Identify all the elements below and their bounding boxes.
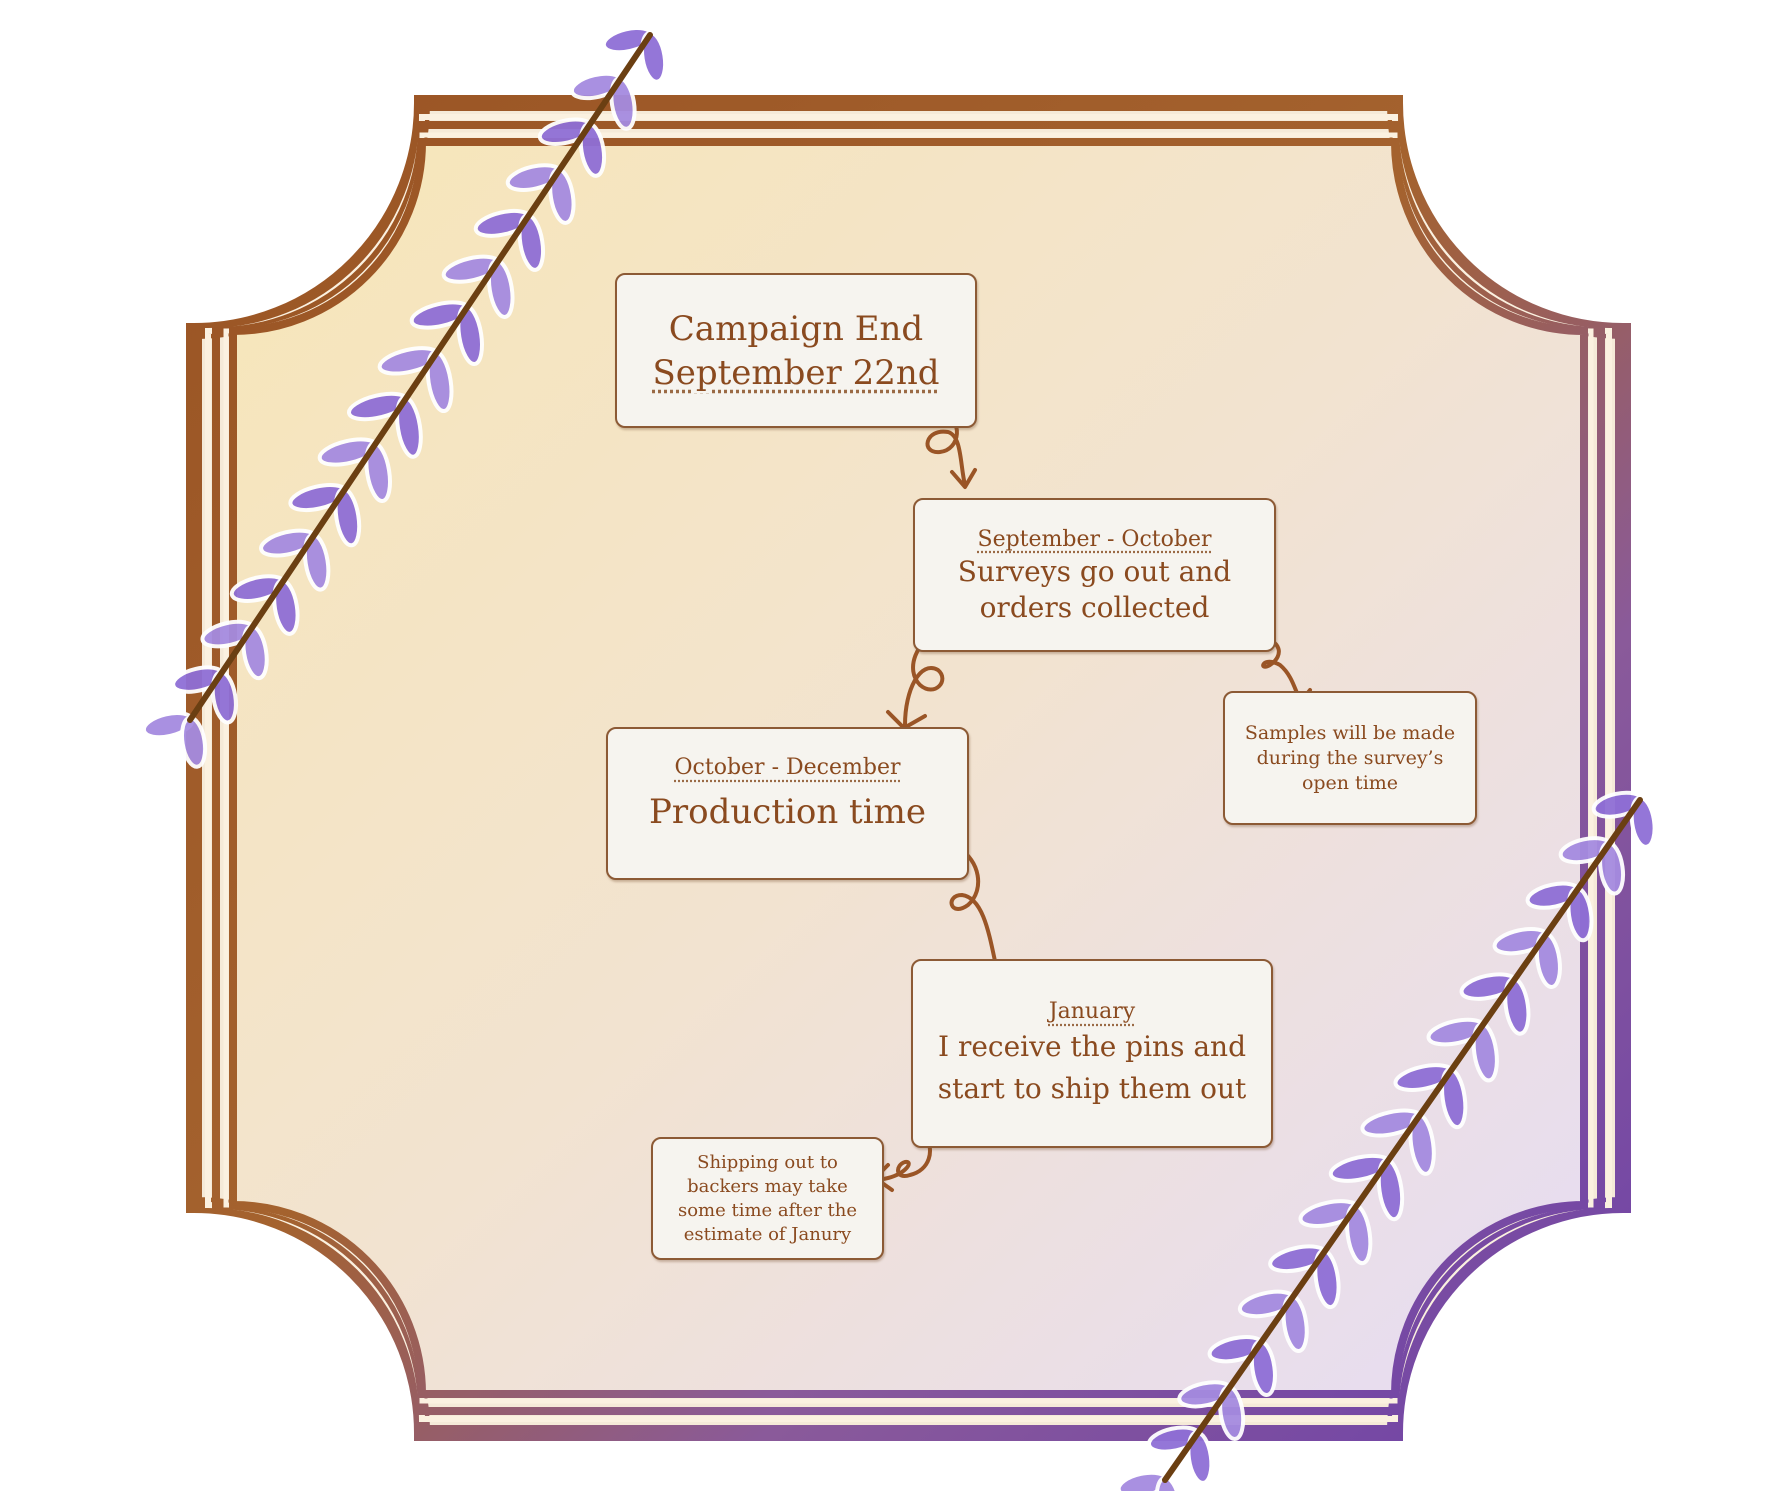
- note-text: Samples will be made during the survey’s…: [1244, 721, 1456, 794]
- lavender-petal: [640, 30, 668, 84]
- lavender-petal: [1629, 795, 1657, 849]
- step-text: I receive the pins and start to ship the…: [937, 1030, 1247, 1105]
- step-date: September 22nd: [652, 352, 940, 393]
- step-title: Campaign End: [668, 308, 924, 349]
- step-period: September - October: [977, 526, 1212, 552]
- lavender-stem: [1162, 797, 1643, 1483]
- step-text: Production time: [649, 792, 926, 832]
- note-shipping-delay: Shipping out to backers may take some ti…: [651, 1137, 884, 1260]
- step-period: January: [1048, 999, 1136, 1024]
- step-campaign-end: Campaign End September 22nd: [615, 273, 977, 428]
- arrow-1: [925, 406, 977, 489]
- lavender-sprig-top-left: [141, 26, 668, 769]
- note-samples: Samples will be made during the survey’s…: [1223, 691, 1477, 825]
- step-period: October - December: [674, 755, 901, 780]
- step-shipping: January I receive the pins and start to …: [911, 959, 1273, 1148]
- lavender-stem: [187, 32, 653, 723]
- step-surveys: September - October Surveys go out and o…: [913, 498, 1276, 652]
- lavender-sprig-bottom-right: [1116, 790, 1657, 1491]
- step-text: Surveys go out and orders collected: [957, 554, 1232, 624]
- step-production: October - December Production time: [606, 727, 969, 880]
- note-text: Shipping out to backers may take some ti…: [677, 1151, 858, 1245]
- frame-border: [212, 121, 1605, 1415]
